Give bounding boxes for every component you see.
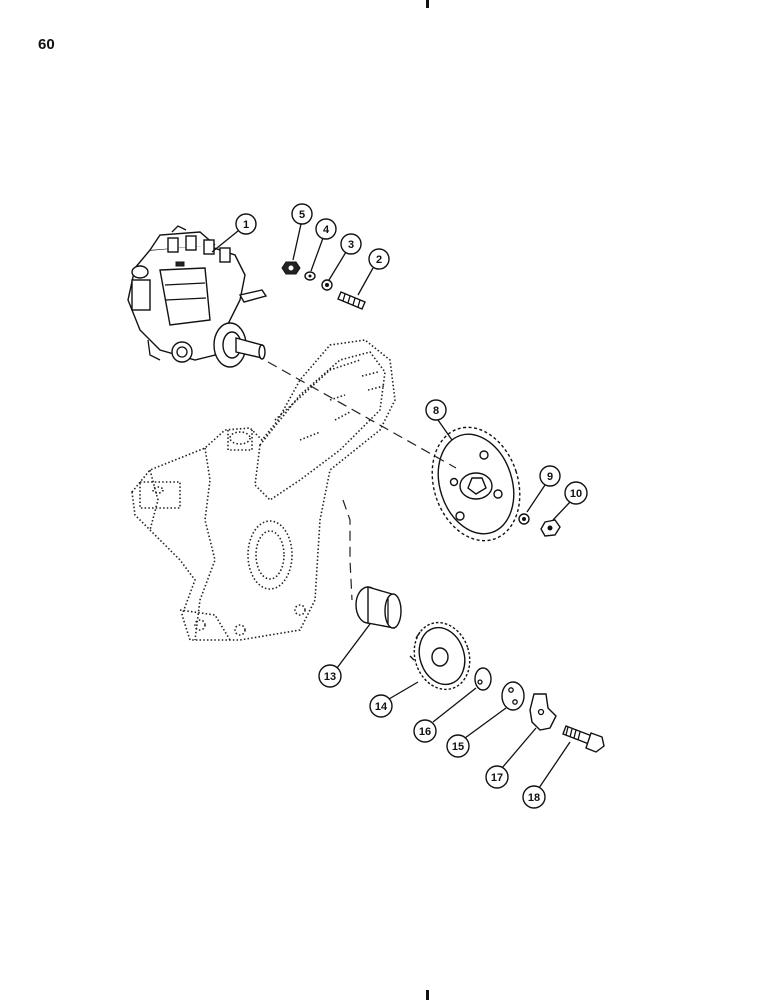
- callout-label: 10: [570, 488, 582, 500]
- callout-label: 8: [433, 405, 439, 417]
- idler-hub-centerline: [342, 499, 353, 601]
- callout-label: 4: [323, 224, 330, 236]
- callout-label: 18: [528, 792, 540, 804]
- gear-washer-and-nut: [518, 513, 561, 537]
- binding-mark-bottom: [426, 990, 429, 1000]
- page-number: 60: [38, 36, 55, 53]
- pump-shaft-centerline: [267, 361, 457, 469]
- idler-bolt: [562, 725, 605, 753]
- idler-hub: [355, 586, 402, 629]
- gear-housing: [131, 339, 396, 641]
- callout-label: 1: [243, 219, 249, 231]
- callout-label: 15: [452, 741, 464, 753]
- injection-pump: [127, 225, 268, 368]
- binding-mark-top: [426, 0, 429, 8]
- thrust-plate: [501, 681, 525, 711]
- callout-label: 14: [375, 701, 388, 713]
- callout-label: 3: [348, 239, 354, 251]
- callout-label: 16: [419, 726, 431, 738]
- callout-label: 5: [299, 209, 305, 221]
- callout-label: 13: [324, 671, 336, 683]
- callout-label: 9: [547, 471, 553, 483]
- pump-drive-gear: [431, 426, 521, 542]
- lock-plate: [529, 693, 557, 731]
- callouts: 1 5 4 3 2 8 9 10 13 14: [211, 203, 588, 809]
- idler-gear: [409, 621, 471, 691]
- pump-mounting-hardware: [281, 261, 366, 310]
- thrust-washer: [474, 667, 492, 691]
- callout-label: 2: [376, 254, 382, 266]
- callout-label: 17: [491, 772, 503, 784]
